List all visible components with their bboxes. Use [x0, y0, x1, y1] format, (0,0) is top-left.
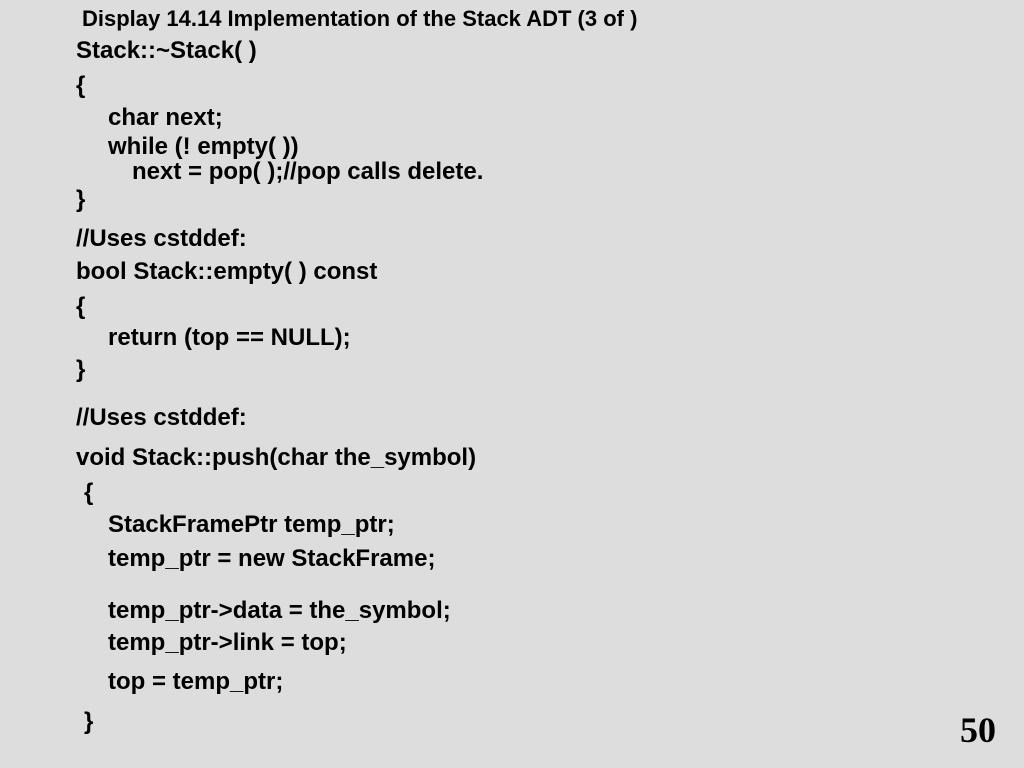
- push-line-set-top: top = temp_ptr;: [108, 668, 284, 695]
- page-number: 50: [960, 710, 996, 750]
- destructor-line-while: while (! empty( )): [108, 133, 299, 160]
- destructor-signature: Stack::~Stack( ): [76, 37, 257, 64]
- empty-signature: bool Stack::empty( ) const: [76, 258, 378, 285]
- empty-comment: //Uses cstddef:: [76, 225, 247, 252]
- destructor-line-pop: next = pop( );//pop calls delete.: [132, 158, 484, 185]
- push-line-set-data: temp_ptr->data = the_symbol;: [108, 597, 451, 624]
- destructor-open-brace: {: [76, 72, 86, 99]
- empty-open-brace: {: [76, 293, 86, 320]
- push-open-brace: {: [84, 479, 94, 506]
- empty-close-brace: }: [76, 356, 86, 383]
- destructor-close-brace: }: [76, 186, 86, 213]
- push-signature: void Stack::push(char the_symbol): [76, 444, 477, 471]
- empty-line-return: return (top == NULL);: [108, 324, 351, 351]
- push-close-brace: }: [84, 708, 94, 735]
- slide-title: Display 14.14 Implementation of the Stac…: [82, 6, 638, 31]
- push-line-set-link: temp_ptr->link = top;: [108, 629, 347, 656]
- push-line-new-frame: temp_ptr = new StackFrame;: [108, 545, 436, 572]
- push-line-declare-temp: StackFramePtr temp_ptr;: [108, 511, 395, 538]
- push-comment: //Uses cstddef:: [76, 404, 247, 431]
- destructor-line-char-next: char next;: [108, 104, 223, 131]
